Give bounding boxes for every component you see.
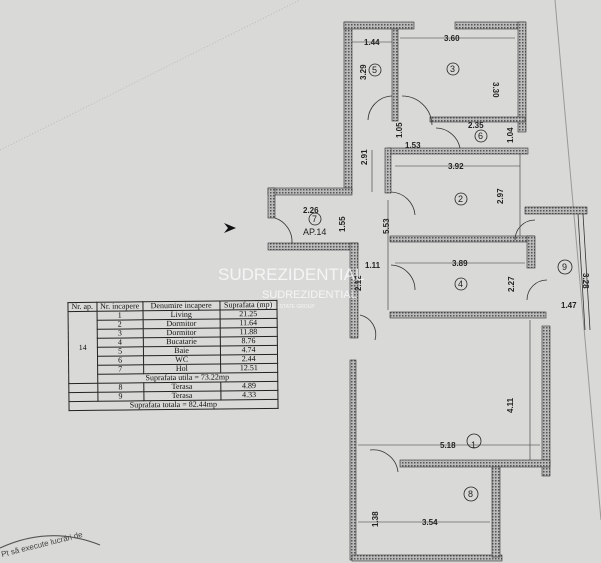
- dim: 1.05: [395, 122, 404, 138]
- cell-nr: 7: [97, 365, 144, 375]
- room-number-9: 9: [562, 262, 567, 272]
- paper-edge: [0, 0, 301, 151]
- dim: 2.97: [496, 188, 505, 204]
- apartment-label: AP.14: [303, 227, 326, 237]
- dim: 1.53: [405, 141, 421, 150]
- room-number-5: 5: [372, 65, 377, 75]
- dim: 3.29: [359, 64, 368, 80]
- total-area-row: Suprafata totala = 82.44mp: [68, 399, 278, 411]
- dim: 1.55: [338, 216, 347, 232]
- room-number-7: 7: [312, 214, 317, 224]
- stamp-text: Pt să execute lucrări de: [0, 530, 84, 559]
- room-number-8: 8: [468, 489, 473, 499]
- arrow-right-icon: [224, 223, 236, 233]
- dim: 3.30: [491, 82, 500, 98]
- dim: 3.28: [581, 273, 590, 289]
- dim: 3.92: [448, 162, 464, 171]
- dim: 1.47: [561, 301, 577, 310]
- cell-empty: [68, 392, 98, 402]
- cell-empty: [68, 383, 98, 393]
- watermark-text: SUDREZIDENTIAL: [262, 289, 357, 301]
- area-table: Nr. ap. Nr. incapere Denumire incapere S…: [67, 300, 278, 411]
- dimension-labels: 1.44 3.60 3.29 3.30 1.05 2.35 1.04 1.53 …: [303, 34, 590, 527]
- watermark-text: SUDREZIDENTIAL: [218, 265, 364, 284]
- dim: 1.44: [364, 38, 380, 47]
- paper-edge: [554, 0, 601, 521]
- apartment-cell: 14: [68, 311, 98, 384]
- dim: 5.53: [382, 218, 391, 234]
- room-number-6: 6: [478, 131, 483, 141]
- dim: 3.89: [452, 259, 468, 268]
- stamp: Pt să execute lucrări de: [0, 530, 101, 559]
- room-number-4: 4: [458, 279, 463, 289]
- header-cell: Nr. ap.: [67, 302, 97, 312]
- dim: 1.38: [371, 511, 380, 527]
- room-number-3: 3: [450, 64, 455, 74]
- dimension-lines: [352, 37, 540, 523]
- dim: 1.11: [365, 261, 381, 270]
- dim: 5.18: [440, 441, 456, 450]
- dim: 4.11: [506, 397, 515, 413]
- dim: 2.35: [468, 121, 484, 130]
- room-number-circles: [308, 62, 573, 502]
- total-area: Suprafata totala = 82.44mp: [68, 399, 278, 411]
- room-number-2: 2: [458, 194, 463, 204]
- dim: 3.54: [422, 518, 438, 527]
- dim: 1.04: [506, 127, 515, 143]
- dim: 2.27: [507, 276, 516, 292]
- watermark: SUDREZIDENTIAL SUDREZIDENTIAL REAL ESTAT…: [218, 265, 364, 310]
- dim: 2.12: [354, 275, 363, 291]
- walls: [267, 21, 588, 562]
- dim: 3.60: [444, 34, 460, 43]
- doors: [274, 95, 591, 473]
- dim: 2.26: [303, 206, 319, 215]
- watermark-text: REAL ESTATE GROUP: [262, 304, 315, 310]
- dim: 2.91: [360, 149, 369, 165]
